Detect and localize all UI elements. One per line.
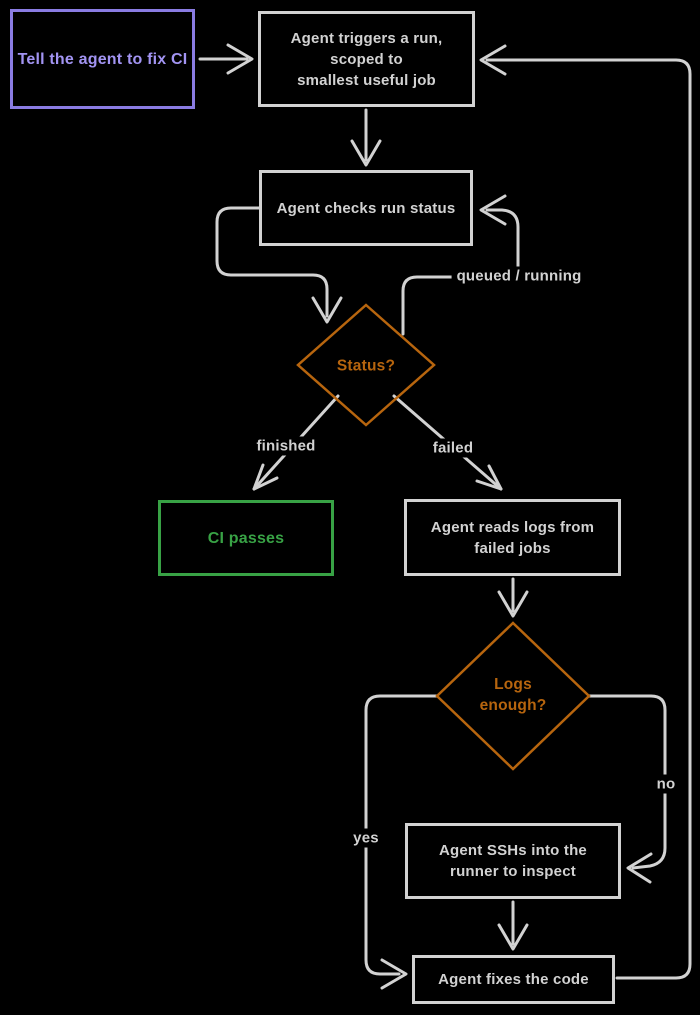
node-prompt: Tell the agent to fix CI [10, 9, 195, 109]
edge-logsenough-to-ssh-arrowhead [626, 852, 653, 884]
edge-label-finished: finished [251, 436, 321, 456]
edge-check-to-status-arrowhead [311, 296, 343, 324]
status-diamond-label: Status? [336, 357, 396, 375]
status-decision-diamond [296, 303, 436, 427]
node-ssh-runner-label-line2: runner to inspect [450, 863, 576, 880]
node-fix-code-label: Agent fixes the code [438, 971, 589, 988]
logs-enough-diamond-label-line2: enough? [479, 697, 547, 714]
edge-prompt-to-trigger-arrowhead [226, 43, 254, 75]
edge-label-no: no [651, 774, 681, 794]
edge-status-to-cipasses-arrowhead [252, 463, 279, 491]
edge-fix-to-trigger-line [485, 58, 692, 980]
edge-label-yes: yes [348, 828, 384, 848]
node-ssh-runner: Agent SSHs into the runner to inspect [405, 823, 621, 899]
node-check-status-label: Agent checks run status [276, 199, 456, 217]
node-ssh-runner-label-line1: Agent SSHs into the [439, 842, 587, 859]
edge-trigger-to-check-arrowhead [350, 139, 382, 167]
node-read-logs-label-line1: Agent reads logs from [430, 518, 595, 536]
node-trigger-run: Agent triggers a run, scoped to smallest… [258, 11, 475, 107]
edge-check-to-status-line [215, 206, 329, 318]
edge-label-failed: failed [427, 438, 479, 458]
edge-readlogs-to-logsenough-arrowhead [497, 590, 529, 618]
node-trigger-run-label-line1: Agent triggers a run, [290, 29, 443, 47]
logs-enough-diamond-label-line1: Logs [494, 676, 532, 693]
edge-logsenough-to-fix-arrowhead [380, 958, 408, 990]
edge-status-to-readlogs-arrowhead [475, 464, 503, 491]
node-fix-code: Agent fixes the code [412, 955, 615, 1004]
edge-fix-to-trigger-arrowhead [479, 44, 507, 76]
logs-enough-decision-diamond [435, 621, 591, 771]
node-trigger-run-label-line3: smallest useful job [297, 71, 436, 89]
node-prompt-label: Tell the agent to fix CI [17, 50, 188, 68]
node-read-logs: Agent reads logs from failed jobs [404, 499, 621, 576]
edge-status-to-check-arrowhead [479, 194, 507, 226]
node-ci-passes-label: CI passes [207, 529, 285, 547]
logs-enough-diamond-label: Logs enough? [480, 674, 547, 716]
edge-ssh-to-fix-arrowhead [497, 923, 529, 951]
node-ci-passes: CI passes [158, 500, 334, 576]
node-trigger-run-label-line2: scoped to [330, 50, 403, 68]
node-check-status: Agent checks run status [259, 170, 473, 246]
edge-label-queued-running: queued / running [451, 266, 587, 286]
node-read-logs-label-line2: failed jobs [474, 539, 551, 557]
